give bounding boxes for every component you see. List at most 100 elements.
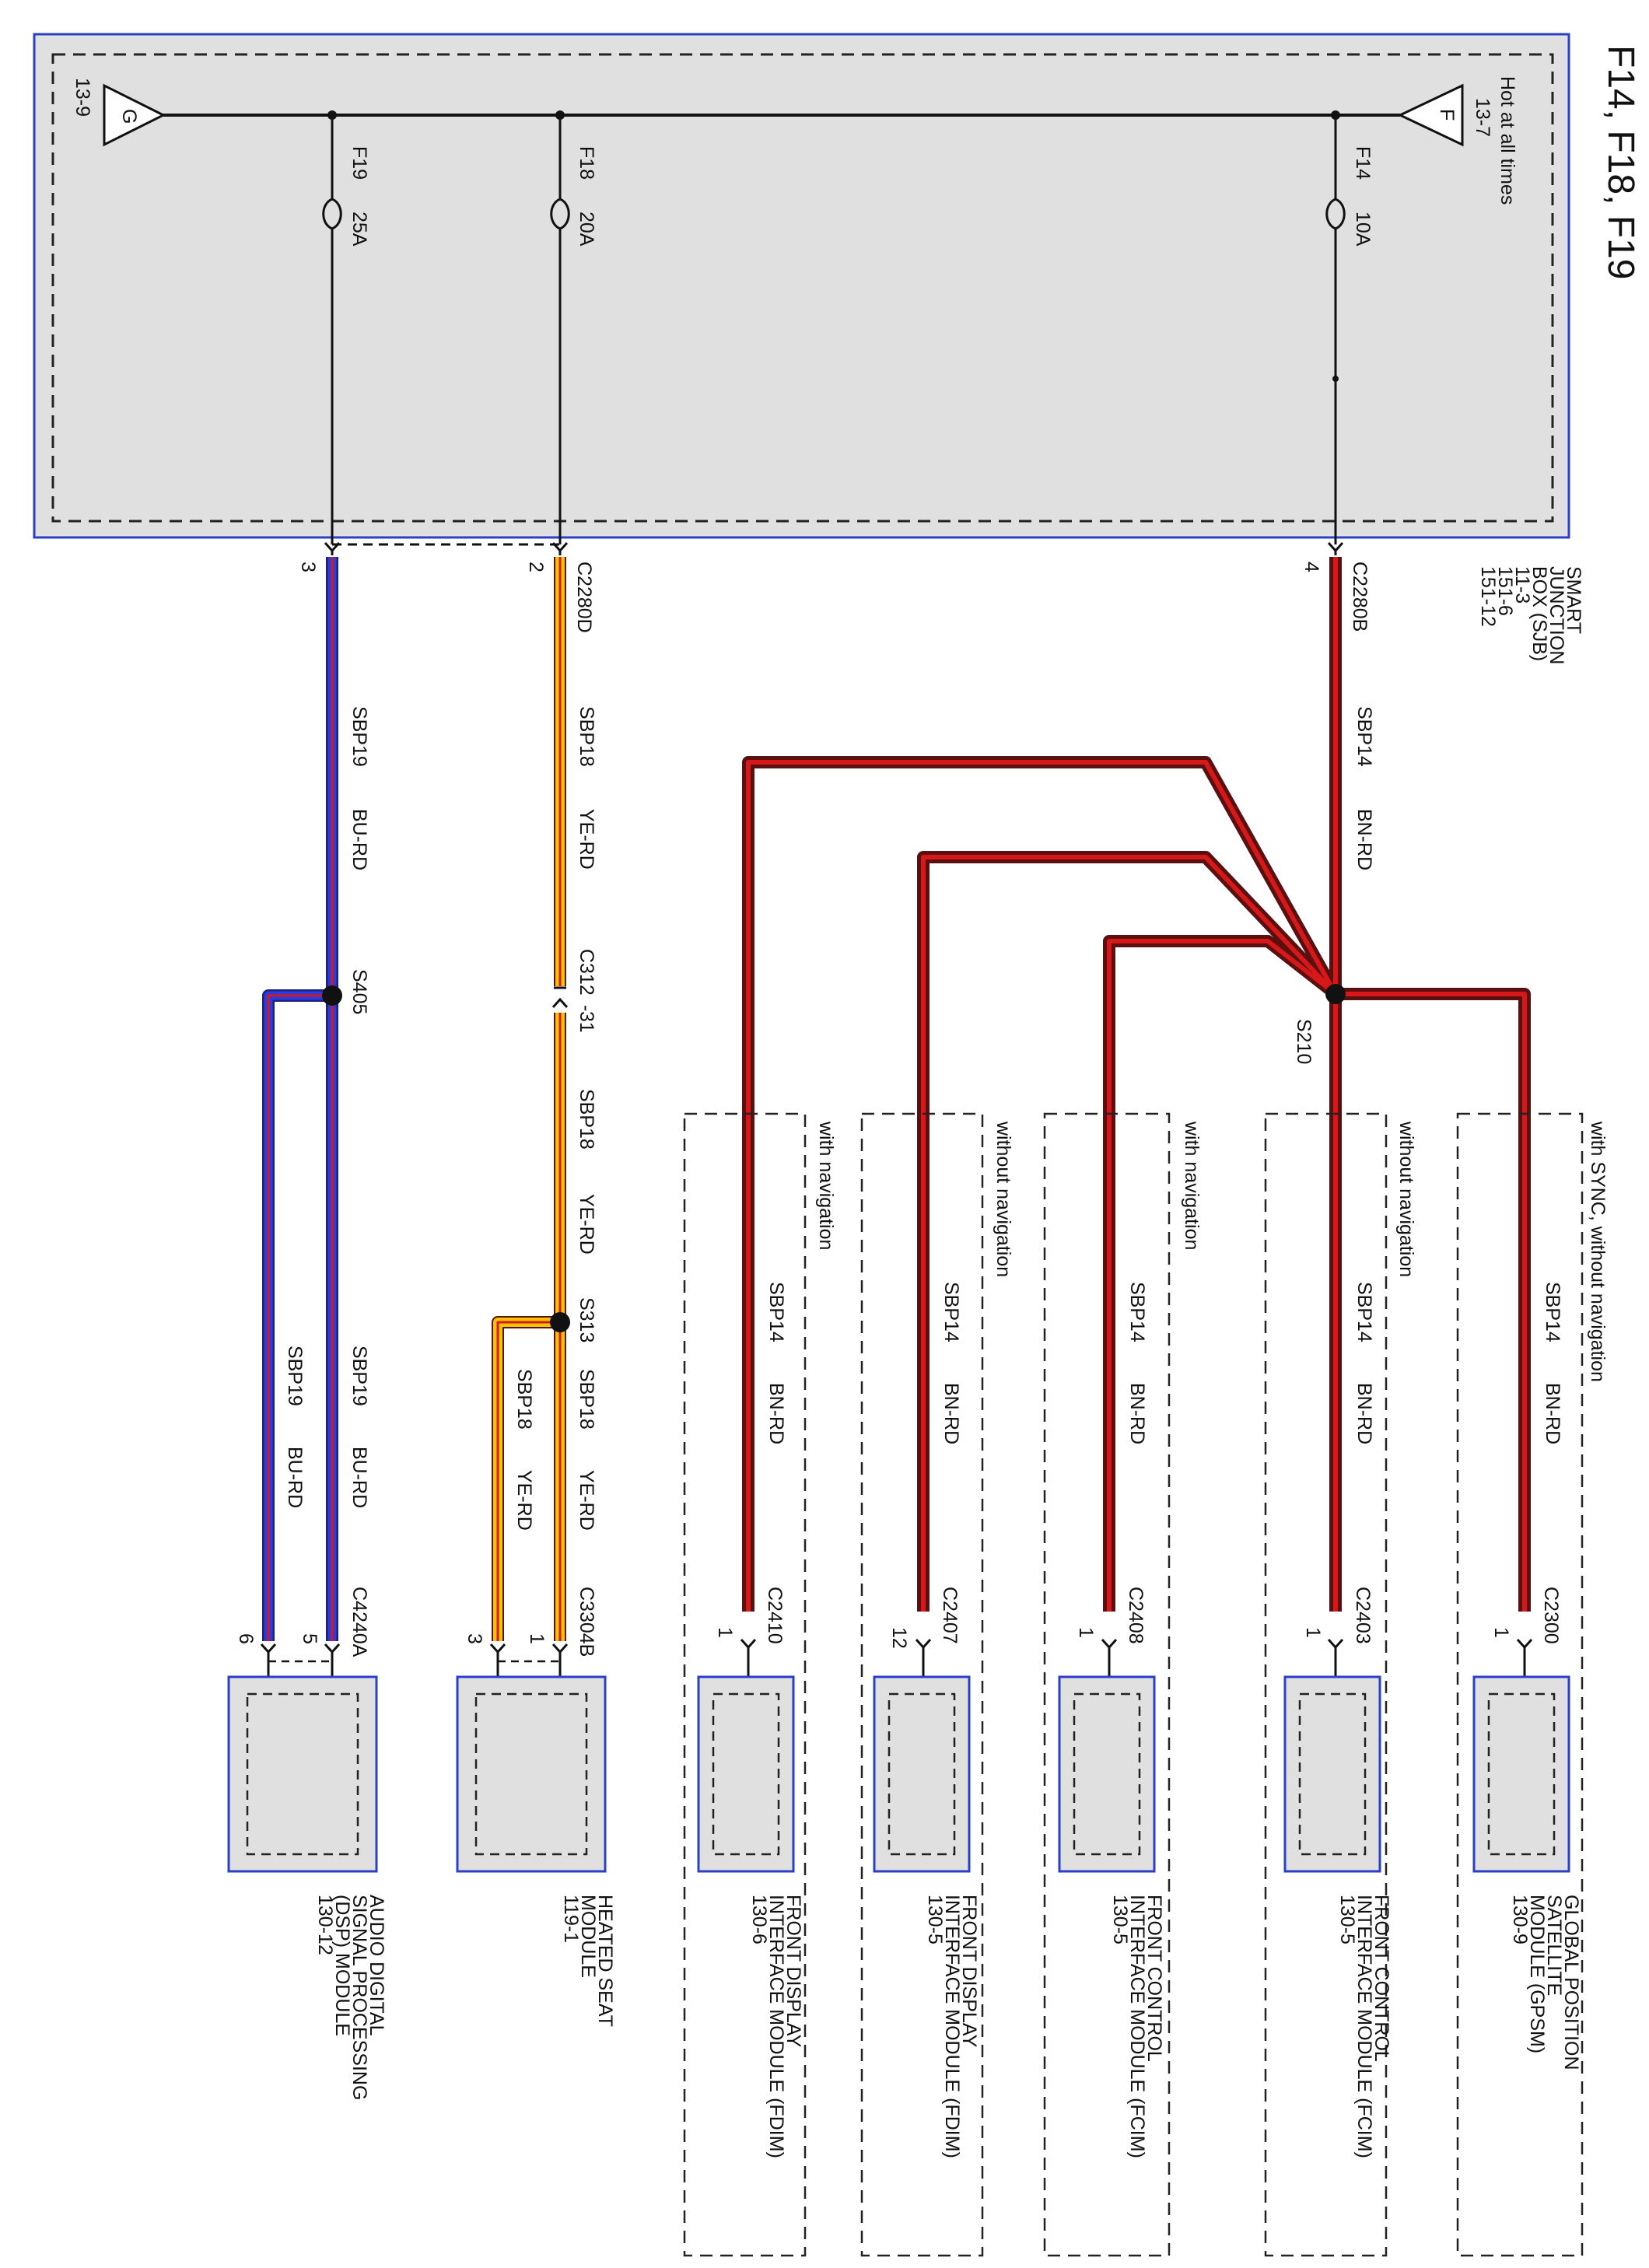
f19-fuse-symbol (322, 198, 342, 230)
svg-text:119-1: 119-1 (560, 1895, 582, 1943)
svg-text:151-6: 151-6 (1494, 566, 1516, 616)
svg-text:HEATED SEAT: HEATED SEAT (594, 1895, 616, 2027)
svg-text:130-5: 130-5 (924, 1895, 946, 1944)
sbp19-pin6-color: BU-RD (284, 1447, 306, 1508)
splice-s313-label: S313 (576, 1297, 597, 1342)
splice-s405 (322, 985, 342, 1006)
sbp14-fdim2-circuit: SBP14 (765, 1282, 787, 1342)
option-label-fcim-nav: with navigation (1181, 1121, 1203, 1250)
svg-text:INTERFACE MODULE (FCIM): INTERFACE MODULE (FCIM) (1126, 1895, 1148, 2158)
sbp14-gpsm-circuit: SBP14 (1542, 1282, 1563, 1342)
svg-text:SMART: SMART (1563, 566, 1584, 634)
c2280-pin3: 3 (297, 562, 319, 572)
sbp19-pin5-color: BU-RD (348, 1447, 370, 1508)
sbp14-gpsm-color: BN-RD (1542, 1383, 1563, 1444)
svg-text:FRONT CONTROL: FRONT CONTROL (1371, 1895, 1392, 2062)
svg-text:INTERFACE MODULE (FDIM): INTERFACE MODULE (FDIM) (941, 1895, 963, 2158)
fuse-f19-id: F19 (348, 146, 370, 180)
svg-text:MODULE (GPSM): MODULE (GPSM) (1526, 1895, 1548, 2053)
svg-text:SATELLITE: SATELLITE (1543, 1895, 1565, 1996)
option-box-fdim-nonav (860, 1112, 984, 2257)
c2280d-label: C2280D (573, 562, 595, 633)
option-box-fdim-nav (683, 1112, 807, 2257)
sbp14-fdim1-circuit: SBP14 (940, 1282, 962, 1342)
svg-text:AUDIO DIGITAL: AUDIO DIGITAL (366, 1895, 387, 2036)
module-gpsm (1472, 1675, 1570, 1873)
sbp18-upper-circuit: SBP18 (576, 706, 597, 767)
option-box-fcim-nonav (1264, 1112, 1388, 2257)
option-label-fdim-nav: with navigation (815, 1121, 837, 1250)
c2280d-pin: 2 (525, 562, 547, 572)
option-box-fcim-nav (1043, 1112, 1171, 2257)
svg-text:130-6: 130-6 (748, 1895, 770, 1944)
c4240a-pin6: 6 (235, 1633, 257, 1644)
sbp14-fcim2-circuit: SBP14 (1126, 1282, 1148, 1342)
fuse-f19-rating: 25A (348, 212, 370, 247)
f-ref: 13-7 (1472, 98, 1493, 137)
c2407-pin: 12 (888, 1627, 910, 1649)
module-fcim-1-label: FRONT CONTROL INTERFACE MODULE (FCIM) 13… (1336, 1895, 1392, 2158)
c3304b-pin3: 3 (464, 1633, 485, 1644)
svg-text:JUNCTION: JUNCTION (1546, 566, 1567, 664)
module-audio-dsp (227, 1675, 378, 1873)
f-power-symbol: F (1397, 83, 1464, 147)
svg-text:130-5: 130-5 (1336, 1895, 1358, 1944)
sbp18-mid-color: YE-RD (576, 1194, 597, 1255)
sbp18-pin1-color: YE-RD (576, 1470, 597, 1531)
c312-label: C312 (576, 949, 597, 996)
splice-s313 (550, 1312, 570, 1332)
c2403-label: C2403 (1352, 1587, 1374, 1644)
splice-s210-label: S210 (1293, 1019, 1315, 1064)
c2410-pin: 1 (714, 1627, 736, 1638)
option-label-fdim-nonav: without navigation (993, 1121, 1014, 1277)
c4240a-pin5: 5 (299, 1633, 320, 1644)
svg-text:INTERFACE MODULE (FDIM): INTERFACE MODULE (FDIM) (765, 1895, 787, 2158)
sbp19-upper-color: BU-RD (348, 809, 370, 870)
fuse-f14-id: F14 (1352, 146, 1374, 180)
fuse-f18-rating: 20A (576, 212, 597, 247)
svg-text:151-12: 151-12 (1477, 566, 1499, 627)
f14-test-point (1332, 376, 1339, 382)
sbp14-fcim1-color: BN-RD (1353, 1383, 1375, 1444)
c312-connector (551, 986, 569, 1009)
option-label-fcim-nonav: without navigation (1395, 1121, 1417, 1277)
sbp14-fdim2-color: BN-RD (765, 1383, 787, 1444)
f-symbol-label: F (1436, 109, 1458, 121)
module-fdim-2 (697, 1675, 795, 1873)
c2300-pin: 1 (1490, 1627, 1512, 1638)
c2408-label: C2408 (1125, 1587, 1147, 1644)
sbp14-fcim2-color: BN-RD (1126, 1383, 1148, 1444)
c2300-label: C2300 (1540, 1587, 1562, 1644)
g-power-symbol: G (103, 83, 166, 147)
svg-text:FRONT CONTROL: FRONT CONTROL (1143, 1895, 1165, 2062)
module-fcim-2 (1058, 1675, 1156, 1873)
svg-text:FRONT DISPLAY: FRONT DISPLAY (958, 1895, 980, 2048)
svg-text:130-12: 130-12 (314, 1895, 336, 1955)
module-fdim-1 (873, 1675, 971, 1873)
c312-pin: 31 (576, 1011, 597, 1033)
sbp14-trunk-color: BN-RD (1353, 809, 1375, 870)
module-heated-seat-label: HEATED SEAT MODULE 119-1 (560, 1895, 616, 2027)
sbp18-pin3-color: YE-RD (513, 1470, 535, 1531)
sbp14-fcim1-circuit: SBP14 (1353, 1282, 1375, 1342)
sbp19-upper-circuit: SBP19 (348, 706, 370, 767)
sbp18-upper-color: YE-RD (576, 809, 597, 870)
module-fcim-1 (1283, 1675, 1381, 1873)
hot-at-all-times-label: Hot at all times (1497, 76, 1518, 205)
smart-junction-box (33, 33, 1570, 539)
svg-text:GLOBAL POSITION: GLOBAL POSITION (1560, 1895, 1582, 2070)
svg-text:FRONT DISPLAY: FRONT DISPLAY (782, 1895, 804, 2048)
svg-text:130-5: 130-5 (1109, 1895, 1131, 1944)
sbp14-fdim1-color: BN-RD (940, 1383, 962, 1444)
c2408-pin: 1 (1075, 1627, 1097, 1638)
splice-s210 (1325, 984, 1346, 1004)
sbp19-pin6-circuit: SBP19 (284, 1346, 306, 1406)
svg-text:INTERFACE MODULE (FCIM): INTERFACE MODULE (FCIM) (1353, 1895, 1375, 2158)
sbp18-pin1-circuit: SBP18 (576, 1369, 597, 1430)
c2280b-pin: 4 (1301, 562, 1322, 572)
sbp14-wiring (742, 557, 1531, 1612)
option-label-gpsm: with SYNC, without navigation (1587, 1121, 1609, 1382)
f14-fuse-symbol (1325, 198, 1346, 230)
